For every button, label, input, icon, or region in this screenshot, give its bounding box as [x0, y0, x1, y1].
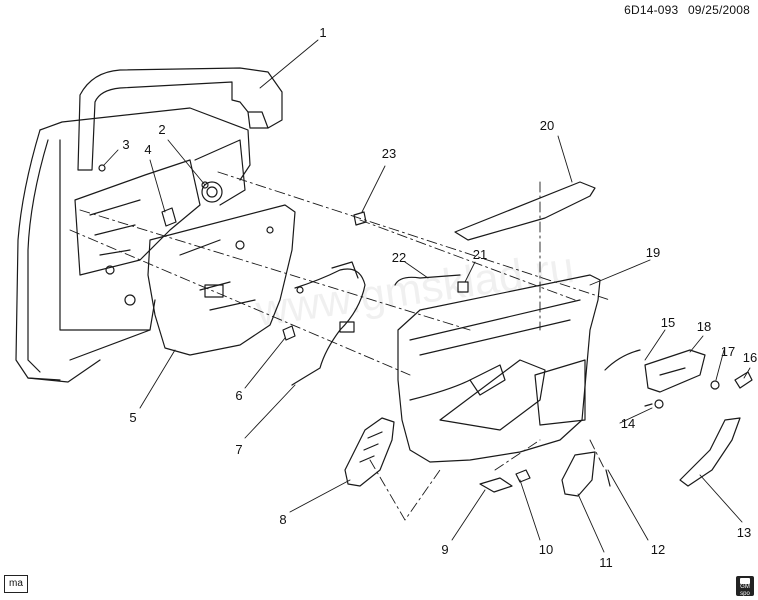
drawing-date: 09/25/2008: [687, 3, 750, 17]
callout-7: 7: [235, 442, 243, 457]
part-20-upper-molding: [454, 181, 596, 241]
callout-2: 2: [158, 122, 166, 137]
callout-16: 16: [742, 350, 758, 365]
spo-label: GM spo: [740, 584, 750, 597]
callout-23: 23: [381, 146, 397, 161]
frame-fasteners: [98, 164, 209, 227]
callout-17: 17: [720, 344, 736, 359]
part-5-water-deflector: [147, 204, 296, 356]
callout-5: 5: [129, 410, 137, 425]
part-22-wire: [394, 274, 461, 286]
gm-spo-badge: GM spo: [736, 576, 754, 597]
ma-badge: ma: [4, 575, 28, 593]
callout-8: 8: [279, 512, 287, 527]
door-frame: [15, 107, 251, 383]
callout-18: 18: [696, 319, 712, 334]
part-8-switch-bezel: [344, 417, 395, 487]
callout-9: 9: [441, 542, 449, 557]
callout-11: 11: [599, 555, 613, 570]
callout-4: 4: [144, 142, 152, 157]
part-19-door-trim-panel: [397, 274, 601, 463]
callout-1: 1: [319, 25, 327, 40]
parts-15-18-handle-area: [604, 349, 753, 393]
part-21-clip: [457, 281, 469, 293]
callout-20: 20: [539, 118, 555, 133]
callout-12: 12: [650, 542, 666, 557]
callout-21: 21: [472, 247, 488, 262]
part-7-wiring-harness: [291, 261, 366, 386]
part-1-frame-molding: [77, 67, 283, 171]
callout-19: 19: [645, 245, 661, 260]
callout-6: 6: [235, 388, 243, 403]
part-13-trim-strip: [679, 417, 741, 487]
explode-lines: [69, 171, 611, 521]
drawing-id: 6D14-093: [624, 3, 679, 17]
parts-9-12-switches: [479, 451, 611, 497]
part-14-screw: [644, 399, 664, 409]
leader-lines: [103, 39, 751, 553]
callout-13: 13: [736, 525, 752, 540]
callout-14: 14: [620, 416, 636, 431]
gm-logo-icon: [740, 578, 750, 584]
part-6-clip: [282, 325, 296, 341]
diagram-header: 6D14-093 09/25/2008: [618, 3, 750, 17]
callout-10: 10: [538, 542, 554, 557]
callout-22: 22: [391, 250, 407, 265]
callout-15: 15: [660, 315, 676, 330]
callout-3: 3: [122, 137, 130, 152]
